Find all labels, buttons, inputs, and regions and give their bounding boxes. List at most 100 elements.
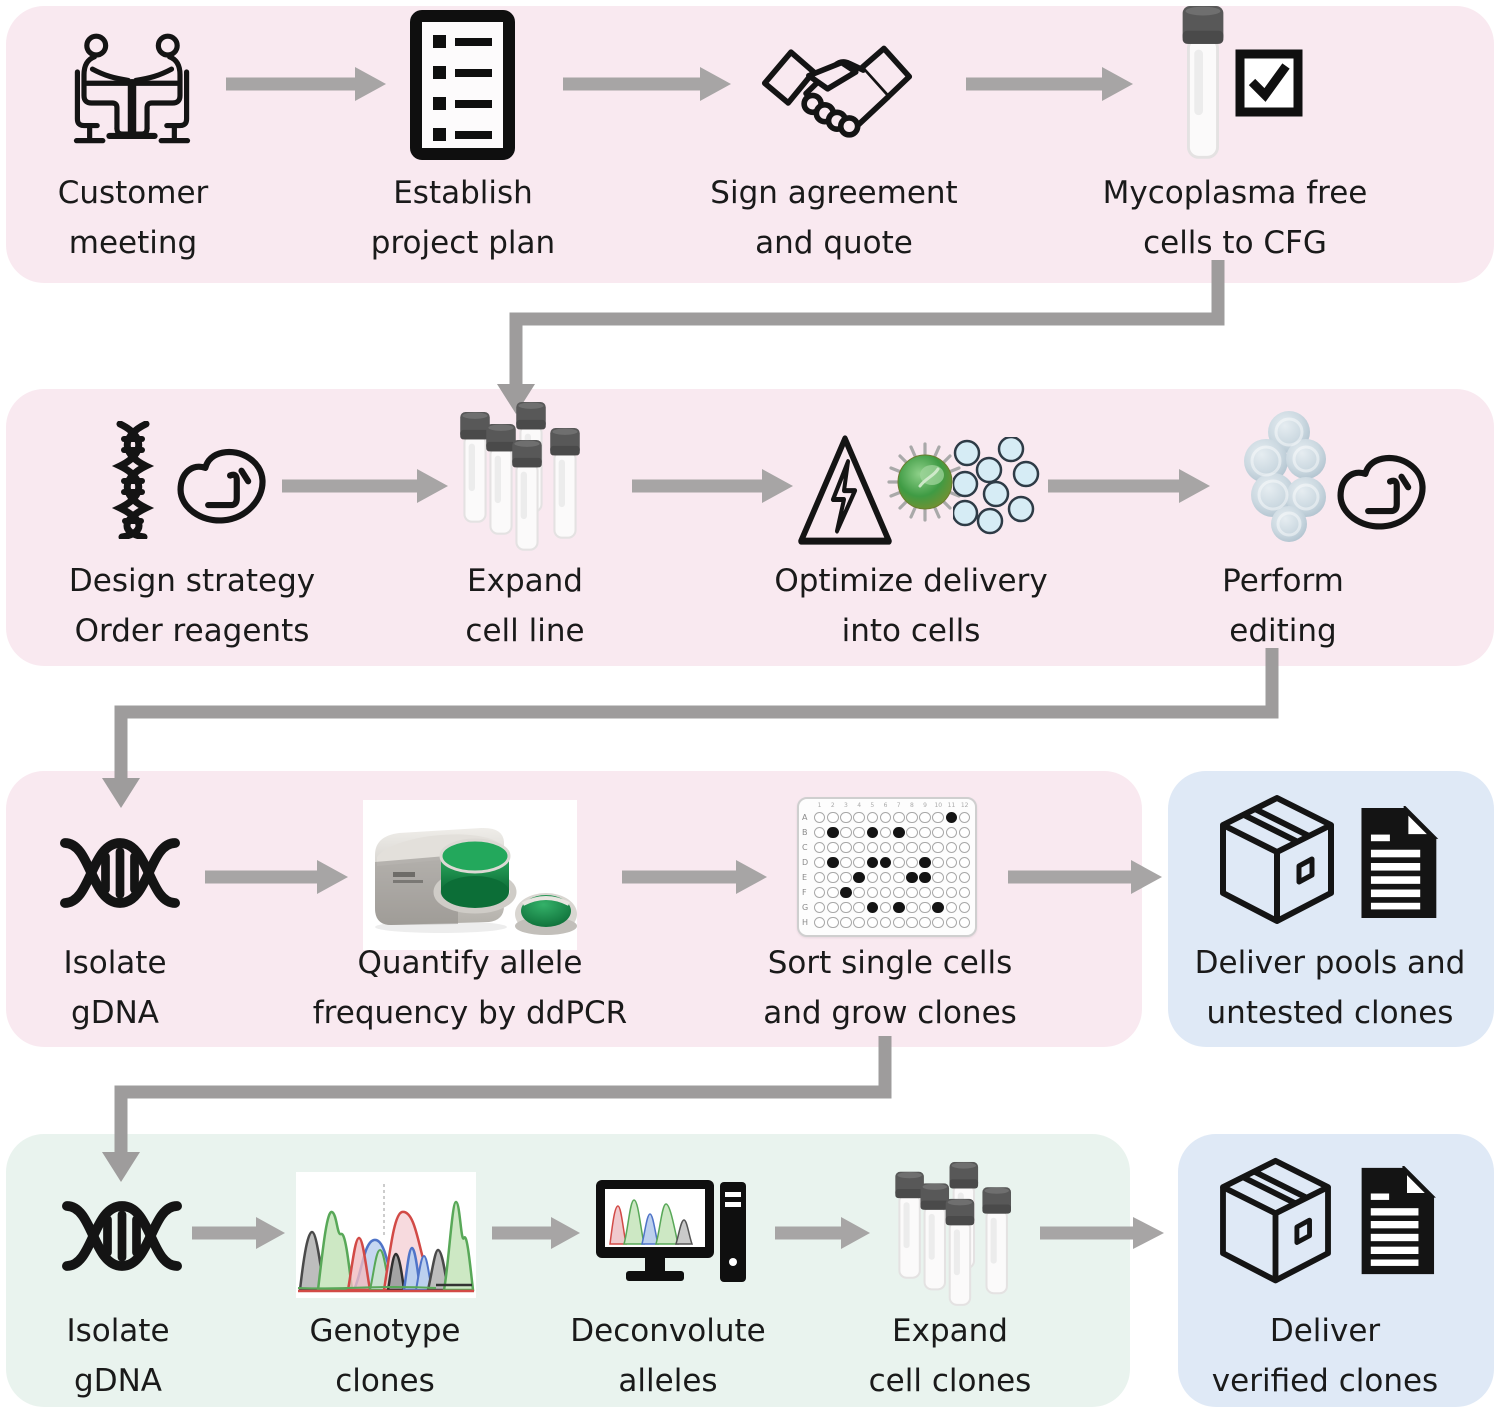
well-plate-row-label: G [802, 902, 809, 912]
dna-helix-icon [111, 421, 155, 539]
well-empty [826, 916, 839, 929]
well-empty [826, 901, 839, 914]
well-empty [813, 871, 826, 884]
well-empty [919, 826, 931, 839]
well-empty [840, 916, 852, 929]
well-empty [892, 811, 905, 824]
well-empty [813, 886, 826, 899]
well-empty [932, 856, 945, 869]
plasmid-in-cell-icon [177, 448, 266, 524]
well-empty [813, 916, 826, 929]
well-empty [879, 871, 892, 884]
well-empty [906, 856, 918, 869]
well-empty [958, 916, 971, 929]
handshake-icon [761, 45, 913, 138]
well-empty [866, 871, 879, 884]
well-filled [945, 811, 958, 824]
well-empty [919, 901, 931, 914]
well-empty [906, 901, 918, 914]
well-empty [853, 811, 865, 824]
ddpcr-machine-photo [363, 800, 577, 950]
well-empty [932, 916, 945, 929]
well-empty [879, 811, 892, 824]
well-empty [906, 841, 918, 854]
well-empty [853, 826, 865, 839]
well-plate-row-label: A [802, 812, 808, 822]
well-filled [866, 901, 879, 914]
well-filled [919, 856, 931, 869]
well-empty [945, 916, 958, 929]
shipping-box-icon [1220, 795, 1334, 924]
well-empty [958, 871, 971, 884]
well-empty [826, 871, 839, 884]
well-filled [932, 901, 945, 914]
well-plate-row-label: B [802, 827, 808, 837]
well-empty [958, 811, 971, 824]
checklist-document-icon [410, 10, 515, 160]
well-plate-row-label: E [802, 872, 808, 882]
well-plate-row-label: C [802, 842, 808, 852]
well-filled [826, 856, 839, 869]
well-plate-row: C [802, 840, 972, 855]
well-filled [853, 871, 865, 884]
well-empty [813, 901, 826, 914]
dna-icon [62, 1201, 182, 1271]
box-deliver-pools [1168, 771, 1494, 1047]
well-empty [826, 841, 839, 854]
well-filled [826, 826, 839, 839]
elbow-row2-to-row3 [114, 648, 1279, 780]
well-empty [879, 841, 892, 854]
well-empty [945, 901, 958, 914]
well-empty [866, 841, 879, 854]
panel-editing [6, 389, 1494, 666]
well-empty [932, 886, 945, 899]
well-empty [932, 841, 945, 854]
well-plate-row: G [802, 900, 972, 915]
people-at-table-icon [73, 33, 191, 144]
well-plate-row: B [802, 825, 972, 840]
well-empty [866, 886, 879, 899]
well-empty [932, 871, 945, 884]
sample-tube-checkbox-icon [1181, 6, 1303, 159]
well-filled [892, 901, 905, 914]
well-empty [866, 811, 879, 824]
well-empty [958, 856, 971, 869]
well-plate-row: H [802, 915, 972, 930]
well-empty [906, 826, 918, 839]
well-plate-row-label: D [802, 857, 809, 867]
well-empty [958, 841, 971, 854]
well-empty [892, 871, 905, 884]
cryovial-tubes-icon [459, 402, 581, 551]
well-empty [932, 811, 945, 824]
sanger-chromatogram-image [296, 1172, 476, 1298]
well-empty [945, 886, 958, 899]
plasmid-in-cell-icon [1337, 454, 1426, 530]
well-empty [840, 826, 852, 839]
well-filled [879, 856, 892, 869]
well-filled [906, 871, 918, 884]
well-empty [919, 841, 931, 854]
well-filled [919, 871, 931, 884]
well-empty [853, 901, 865, 914]
well-empty [945, 826, 958, 839]
well-empty [840, 871, 852, 884]
well-empty [826, 886, 839, 899]
well-empty [853, 916, 865, 929]
well-empty [932, 826, 945, 839]
well-empty [813, 856, 826, 869]
well-empty [840, 841, 852, 854]
well-plate-row: F [802, 885, 972, 900]
well-empty [945, 841, 958, 854]
well-empty [892, 856, 905, 869]
well-empty [919, 916, 931, 929]
well-empty [879, 886, 892, 899]
